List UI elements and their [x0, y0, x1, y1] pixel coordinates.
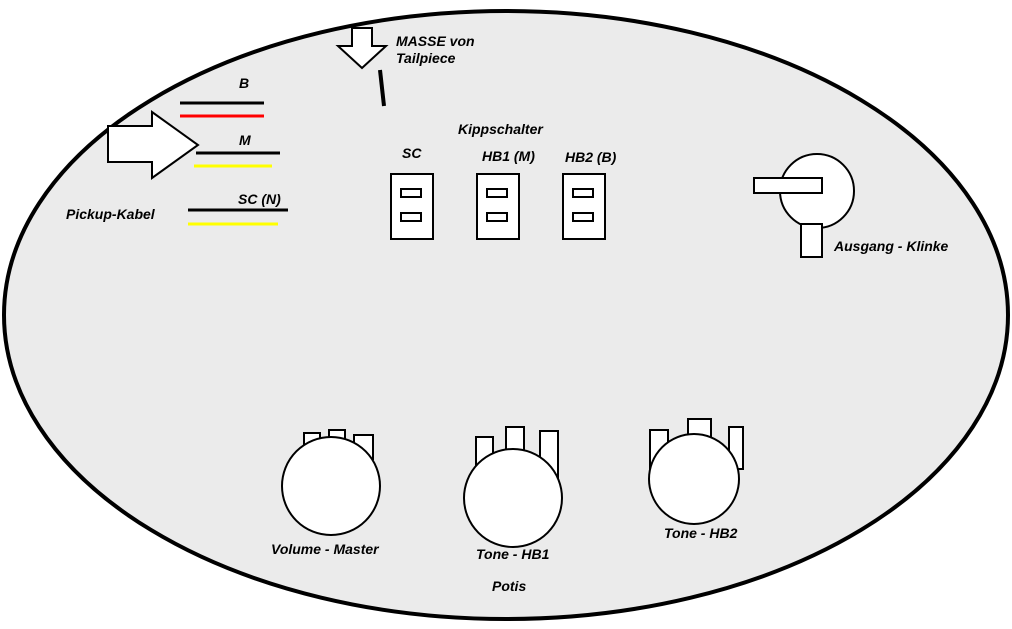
pot-tone-hb2: [648, 418, 744, 525]
masse-ground-wire: [378, 69, 386, 107]
wire-m-label: M: [239, 132, 251, 148]
switch-hb2: [562, 173, 606, 240]
kippschalter-label: Kippschalter: [458, 121, 544, 137]
switch-hb1: [476, 173, 520, 240]
pickup-cable-arrow-icon: [107, 110, 200, 180]
pot-volume: [281, 429, 381, 536]
switch-hb1-label: HB1 (M): [482, 148, 535, 164]
masse-label-line1: MASSE von: [396, 33, 475, 49]
wire-b-label: B: [239, 75, 249, 91]
switch-sc-label: SC: [402, 145, 422, 161]
output-jack: [753, 153, 855, 258]
pot-tone-hb1-label: Tone - HB1: [476, 546, 550, 562]
ausgang-label: Ausgang - Klinke: [833, 238, 949, 254]
pot-tone-hb1: [463, 426, 563, 548]
switch-sc: [390, 173, 434, 240]
masse-label-line2: Tailpiece: [396, 50, 456, 66]
guitar-body-outline: [2, 9, 1010, 621]
pot-tone-hb2-label: Tone - HB2: [664, 525, 738, 541]
masse-arrow-icon: [335, 27, 389, 70]
potis-label: Potis: [492, 578, 526, 594]
pot-volume-label: Volume - Master: [271, 541, 380, 557]
wire-sc-label: SC (N): [238, 191, 281, 207]
pickup-kabel-label: Pickup-Kabel: [66, 206, 156, 222]
switch-hb2-label: HB2 (B): [565, 149, 617, 165]
